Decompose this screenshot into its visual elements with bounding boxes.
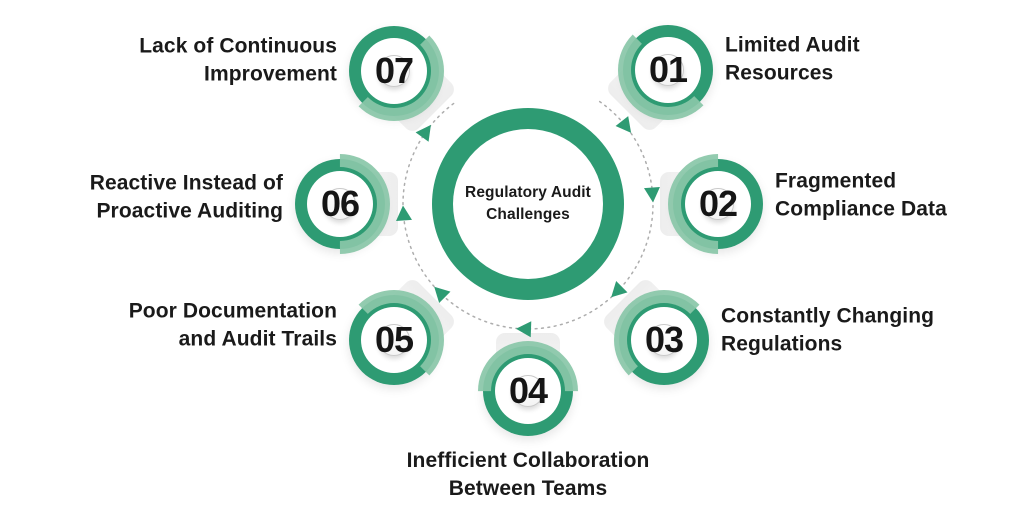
badge-07: 07 [344, 21, 458, 135]
badge-inner-circle: 02 [685, 171, 751, 237]
badge-number-circle: 01 [648, 49, 688, 90]
item-label-03: Constantly Changing Regulations [721, 304, 935, 356]
flow-arrow-icon [394, 204, 412, 221]
badge-06: 06 [269, 133, 411, 275]
badge-number-circle: 04 [508, 370, 548, 411]
badge-inner-circle: 01 [635, 37, 701, 103]
badge-03: 03 [600, 276, 714, 390]
badge-number-circle: 07 [374, 50, 414, 91]
center-inner-circle: Regulatory Audit Challenges [453, 129, 603, 279]
center-label: Regulatory Audit Challenges [465, 183, 591, 223]
badge-inner-circle: 05 [361, 307, 427, 373]
flow-arrow-icon [615, 116, 638, 138]
flow-arrow-icon [515, 320, 532, 338]
item-label-07: Lack of Continuous Improvement [139, 34, 337, 86]
item-label-02: Fragmented Compliance Data [775, 169, 947, 221]
badge-02: 02 [647, 133, 789, 275]
item-label-06: Reactive Instead of Proactive Auditing [89, 171, 283, 223]
badge-number: 05 [374, 319, 414, 360]
badge-number: 06 [320, 183, 360, 224]
badge-01: 01 [604, 20, 718, 134]
badge-inner-circle: 07 [361, 38, 427, 104]
badge-04: 04 [457, 320, 599, 462]
badge-number-circle: 03 [644, 319, 684, 360]
badge-number: 03 [644, 319, 684, 360]
badge-inner-circle: 03 [631, 307, 697, 373]
badge-number: 02 [698, 183, 738, 224]
badge-number: 04 [508, 370, 548, 411]
badge-number-circle: 02 [698, 183, 738, 224]
item-label-05: Poor Documentation and Audit Trails [128, 299, 337, 351]
flow-arrow-icon [644, 187, 662, 204]
badge-number-circle: 06 [320, 183, 360, 224]
badge-number-circle: 05 [374, 319, 414, 360]
badge-inner-circle: 04 [495, 358, 561, 424]
center-circle: Regulatory Audit Challenges [432, 108, 624, 300]
item-label-04: Inefficient Collaboration Between Teams [406, 449, 650, 501]
badge-number: 01 [648, 49, 688, 90]
badge-number: 07 [374, 50, 414, 91]
badge-05: 05 [344, 276, 458, 390]
badge-inner-circle: 06 [307, 171, 373, 237]
item-label-01: Limited Audit Resources [725, 33, 860, 85]
